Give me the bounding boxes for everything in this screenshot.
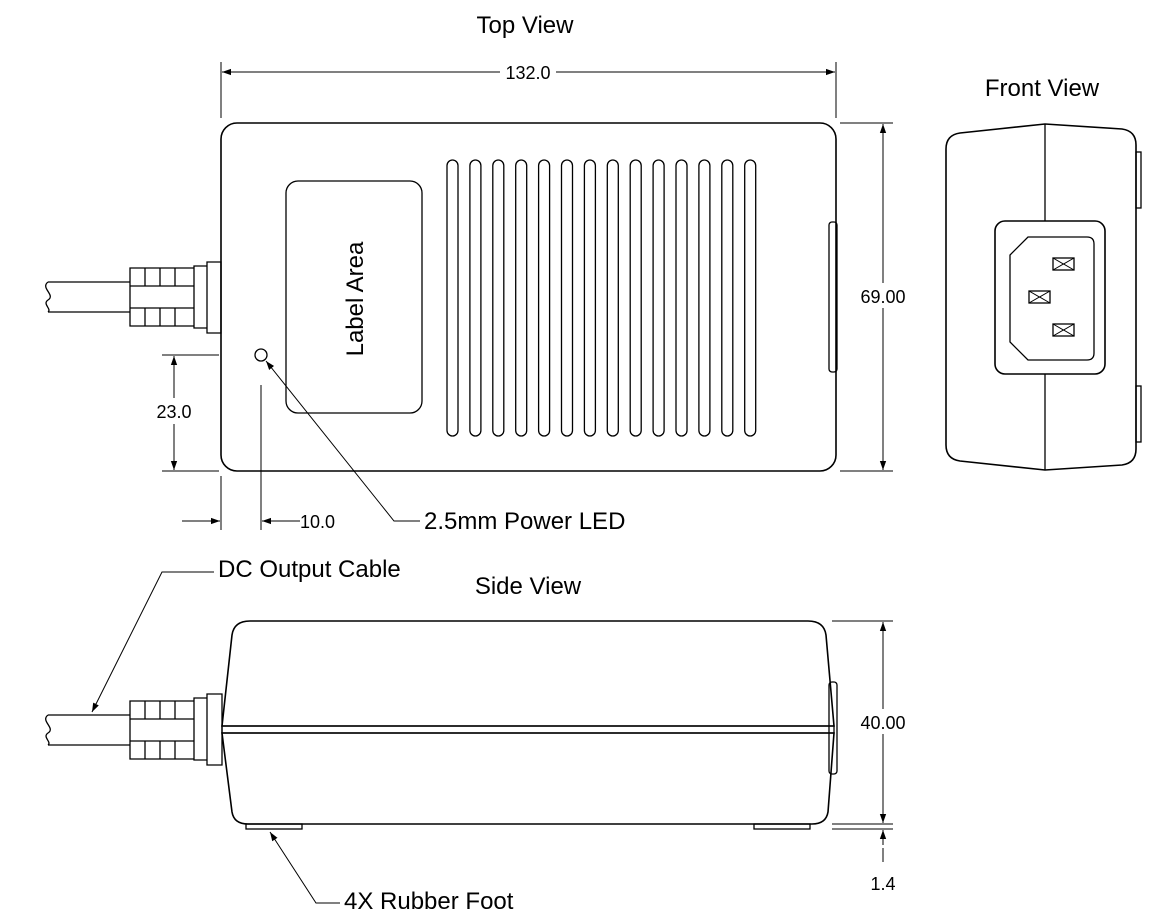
vent-slot xyxy=(652,159,665,437)
vent-slot xyxy=(583,159,597,437)
front-view: Front View xyxy=(945,75,1142,471)
vent-slot xyxy=(446,159,459,437)
inlet-pin-middle xyxy=(1028,290,1051,304)
front-view-title: Front View xyxy=(985,75,1100,102)
inlet-pin-bottom xyxy=(1052,323,1075,337)
front-side-tab-lower xyxy=(1135,385,1142,443)
vent-slot xyxy=(629,159,642,437)
top-view: Top View 132.0 Label Area xyxy=(45,12,906,535)
label-area-text: Label Area xyxy=(342,241,369,356)
dc-cable-side xyxy=(45,714,130,746)
vent-slot xyxy=(698,159,711,437)
top-view-title: Top View xyxy=(477,12,575,39)
side-upper-shell xyxy=(221,620,835,727)
ac-inlet xyxy=(994,220,1106,375)
foot-height-dimension: 1.4 xyxy=(832,828,896,894)
inlet-pin-top xyxy=(1052,257,1075,271)
width-dimension-label: 69.00 xyxy=(860,287,905,307)
led-vertical-dimension-label: 23.0 xyxy=(156,402,191,422)
side-view-title: Side View xyxy=(475,573,582,600)
parting-line xyxy=(221,725,835,734)
strain-relief-side xyxy=(129,693,223,766)
foot-height-dimension-label: 1.4 xyxy=(870,874,895,894)
length-dimension-label: 132.0 xyxy=(505,63,550,83)
led-horizontal-dimension: 10.0 xyxy=(182,385,335,532)
vent-slots xyxy=(446,159,757,437)
front-side-tab-upper xyxy=(1135,151,1142,209)
vent-slot xyxy=(606,159,619,437)
power-led xyxy=(254,348,268,362)
vent-slot xyxy=(560,159,574,437)
height-dimension: 40.00 xyxy=(832,620,906,825)
led-horizontal-dimension-label: 10.0 xyxy=(300,512,335,532)
vent-slot xyxy=(469,159,482,437)
vent-slot xyxy=(537,159,551,437)
width-dimension: 69.00 xyxy=(840,122,906,472)
power-led-callout-text: 2.5mm Power LED xyxy=(424,508,625,535)
length-dimension: 132.0 xyxy=(220,62,837,118)
rubber-foot-callout-text: 4X Rubber Foot xyxy=(344,888,514,915)
vent-slot xyxy=(492,159,505,437)
height-dimension-label: 40.00 xyxy=(860,713,905,733)
dc-cable-callout-text: DC Output Cable xyxy=(218,556,401,583)
vent-slot xyxy=(515,159,528,437)
vent-slot xyxy=(721,159,734,437)
side-bump xyxy=(828,221,838,373)
dc-cable-callout: DC Output Cable xyxy=(91,556,401,713)
adapter-body-top xyxy=(220,122,837,472)
strain-relief-top xyxy=(129,261,222,334)
rubber-foot-right xyxy=(753,823,811,830)
label-area: Label Area xyxy=(285,180,423,414)
side-bump-side xyxy=(828,681,838,775)
rubber-foot-left xyxy=(245,823,303,830)
rubber-foot-callout: 4X Rubber Foot xyxy=(269,831,514,915)
led-vertical-dimension: 23.0 xyxy=(156,354,219,472)
power-led-callout: 2.5mm Power LED xyxy=(265,360,625,535)
side-lower-shell xyxy=(221,732,835,825)
vent-slot xyxy=(744,159,757,437)
dc-cable-top xyxy=(45,281,130,313)
side-view: Side View xyxy=(45,556,906,915)
vent-slot xyxy=(675,159,688,437)
